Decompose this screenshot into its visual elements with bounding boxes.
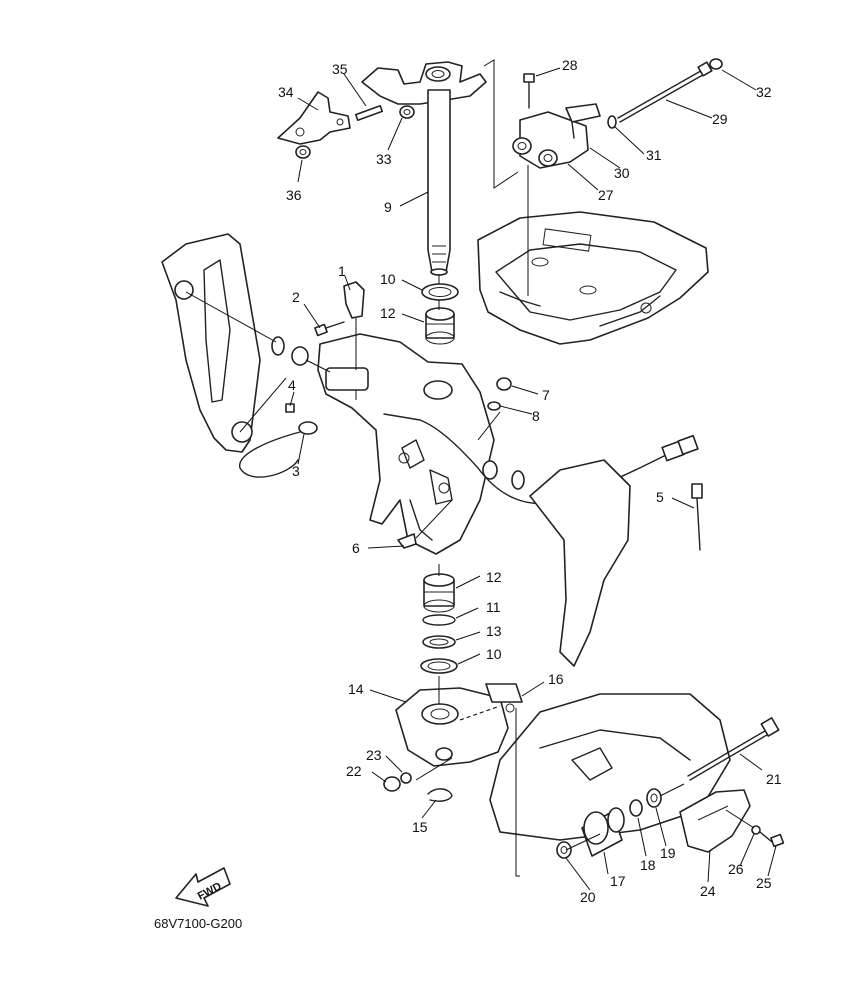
mount-rubber-part-17 (581, 807, 625, 857)
engine-mount-base (477, 211, 709, 345)
callout-36: 36 (286, 187, 302, 203)
callout-29: 29 (712, 111, 728, 127)
callout-10-upper: 10 (380, 271, 396, 287)
bolt-part-2 (314, 321, 345, 337)
washer-part-19 (646, 788, 662, 808)
callout-12-lower: 12 (486, 569, 502, 585)
bushing-part-12-lower (423, 573, 455, 613)
washer-part-31 (607, 115, 617, 129)
callout-30: 30 (614, 165, 630, 181)
callout-16: 16 (548, 671, 564, 687)
washer-bushing-left (271, 336, 525, 490)
callout-9: 9 (384, 199, 392, 215)
callout-1: 1 (338, 263, 346, 279)
callout-13: 13 (486, 623, 502, 639)
nut-part-7 (496, 377, 512, 391)
bolt-part-35 (354, 104, 384, 122)
callout-24: 24 (700, 883, 716, 899)
upper-casing (489, 459, 731, 841)
bracket-part-30 (565, 103, 601, 139)
callout-35: 35 (332, 61, 348, 77)
callout-34: 34 (278, 84, 294, 100)
cover-part-24 (679, 789, 751, 853)
callout-26: 26 (728, 861, 744, 877)
callout-3: 3 (292, 463, 300, 479)
callout-31: 31 (646, 147, 662, 163)
nut-part-33 (399, 105, 415, 119)
callout-15: 15 (412, 819, 428, 835)
callout-2: 2 (292, 289, 300, 305)
callout-leaders (289, 67, 777, 891)
callout-19: 19 (660, 845, 676, 861)
steering-bracket-part-34 (277, 91, 351, 145)
callout-20: 20 (580, 889, 596, 905)
callout-33: 33 (376, 151, 392, 167)
o-ring-part-11 (422, 614, 456, 626)
callout-12-upper: 12 (380, 305, 396, 321)
long-bolt-part-21 (687, 717, 780, 781)
bracket-part-16 (485, 683, 523, 713)
swivel-bracket (317, 333, 495, 555)
callout-23: 23 (366, 747, 382, 763)
clip-part-15 (427, 788, 453, 802)
washer-part-10-lower (420, 658, 458, 674)
washer-part-20 (556, 841, 572, 859)
callout-11: 11 (486, 599, 501, 615)
nut-part-22 (383, 776, 401, 792)
nut-part-32 (709, 58, 723, 70)
diagram-code: 68V7100-G200 (154, 916, 242, 931)
washer-part-23 (400, 772, 412, 784)
fwd-arrow-icon: FWD (175, 867, 231, 907)
washer-part-8 (487, 401, 501, 411)
callout-10-lower: 10 (486, 646, 502, 662)
callout-4: 4 (288, 377, 296, 393)
callout-22: 22 (346, 763, 362, 779)
callout-32: 32 (756, 84, 772, 100)
callout-6: 6 (352, 540, 360, 556)
washer-part-10-upper (421, 283, 459, 301)
callout-14: 14 (348, 681, 364, 697)
nut-part-36 (295, 145, 311, 159)
bushing-part-12-upper (425, 307, 455, 345)
washer-part-13 (422, 635, 456, 649)
clip-part-1 (343, 281, 365, 319)
assembly-lines (185, 59, 755, 877)
callout-21: 21 (766, 771, 782, 787)
grease-part-3 (239, 421, 318, 478)
callout-25: 25 (756, 875, 772, 891)
bolt-part-25 (759, 831, 785, 848)
bolt-part-28 (523, 73, 535, 109)
callout-5: 5 (656, 489, 664, 505)
screw-part-4 (285, 403, 295, 413)
callout-numbers: 1 2 3 4 5 6 7 8 9 10 12 12 11 13 10 14 1… (278, 57, 782, 905)
clamp-bracket (161, 233, 261, 453)
callout-28: 28 (562, 57, 578, 73)
tie-part-5 (691, 483, 703, 551)
washer-part-18 (629, 799, 643, 817)
callout-7: 7 (542, 387, 550, 403)
lower-mount-housing-part-14 (395, 687, 509, 767)
callout-18: 18 (640, 857, 656, 873)
callout-17: 17 (610, 873, 626, 889)
screw-part-6 (397, 533, 417, 549)
upper-mount-part-27 (512, 111, 589, 169)
long-bolt-part-29 (617, 61, 713, 123)
steering-shaft-part-9 (427, 89, 451, 276)
callout-27: 27 (598, 187, 614, 203)
callout-8: 8 (532, 408, 540, 424)
steering-arm-part-9-head (361, 61, 487, 105)
